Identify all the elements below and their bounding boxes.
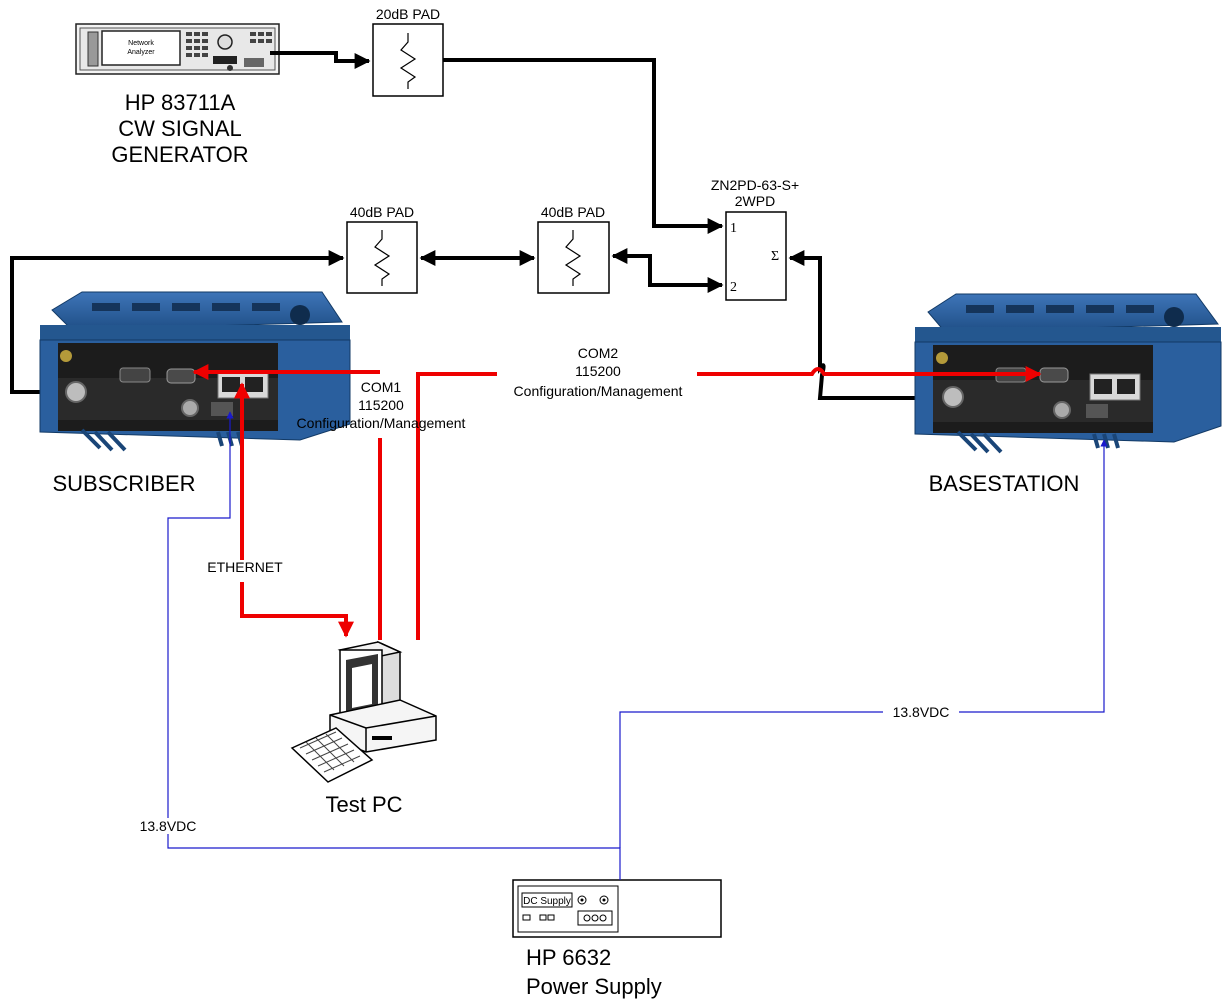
basestation-antenna-connector <box>943 387 963 407</box>
basestation-ethernet-port-2 <box>1117 379 1135 394</box>
com1-label-line-1: COM1 <box>361 379 402 395</box>
generator-screen-line-2: Analyzer <box>127 49 155 56</box>
com1-label-line-3: Configuration/Management <box>297 415 466 431</box>
ethernet-label: ETHERNET <box>207 559 283 575</box>
basestation-label: BASESTATION <box>929 471 1080 496</box>
basestation-ethernet-port-1 <box>1094 379 1112 394</box>
subscriber-ethernet-port-1 <box>222 377 240 392</box>
power-supply: DC Supply <box>513 880 721 937</box>
rf-cable-pad40-to-divider <box>613 256 722 285</box>
subscriber-ethernet-port-2 <box>245 377 263 392</box>
power-supply-label-line-1: HP 6632 <box>526 945 611 970</box>
dc-label-basestation: 13.8VDC <box>893 704 950 720</box>
test-pc-label: Test PC <box>325 792 402 817</box>
pad-40db-left-label: 40dB PAD <box>350 204 414 220</box>
divider-sum-icon: Σ <box>771 249 779 264</box>
generator-label-line-2: CW SIGNAL <box>118 116 241 141</box>
power-supply-panel-text: DC Supply <box>523 896 571 907</box>
generator-label-line-3: GENERATOR <box>111 142 248 167</box>
pad-40db-right <box>538 222 609 293</box>
divider-port-1: 1 <box>730 221 737 236</box>
power-supply-label-line-2: Power Supply <box>526 974 662 999</box>
pad-20db <box>373 24 443 96</box>
rf-cable-pad20-to-divider <box>443 60 722 226</box>
divider-port-2: 2 <box>730 280 737 295</box>
generator-label-line-1: HP 83711A <box>125 90 236 115</box>
test-pc <box>292 642 436 782</box>
com2-label-line-2: 115200 <box>575 363 621 379</box>
divider-label-line-2: 2WPD <box>735 193 775 209</box>
divider-label-line-1: ZN2PD-63-S+ <box>711 177 799 193</box>
pad-20db-label: 20dB PAD <box>376 6 440 22</box>
generator-knob-icon <box>218 35 232 49</box>
com1-label-line-2: 115200 <box>358 397 404 413</box>
rf-cable-generator-to-pad20 <box>270 53 369 61</box>
subscriber-logo-icon <box>290 305 310 325</box>
subscriber-serial-port <box>167 369 195 383</box>
basestation-serial-port <box>1040 368 1068 382</box>
com2-label-line-1: COM2 <box>578 345 619 361</box>
subscriber-label: SUBSCRIBER <box>52 471 195 496</box>
power-divider: 1 2 Σ <box>726 212 786 300</box>
pad-40db-left <box>347 222 417 293</box>
pad-40db-right-label: 40dB PAD <box>541 204 605 220</box>
dc-cable-basestation <box>620 440 1104 848</box>
generator-screen-line-1: Network <box>128 40 154 47</box>
dc-label-subscriber: 13.8VDC <box>140 818 197 834</box>
subscriber-antenna-connector <box>66 382 86 402</box>
com2-label-line-3: Configuration/Management <box>514 383 683 399</box>
signal-generator: Network Analyzer <box>76 24 279 74</box>
basestation-logo-icon <box>1164 307 1184 327</box>
